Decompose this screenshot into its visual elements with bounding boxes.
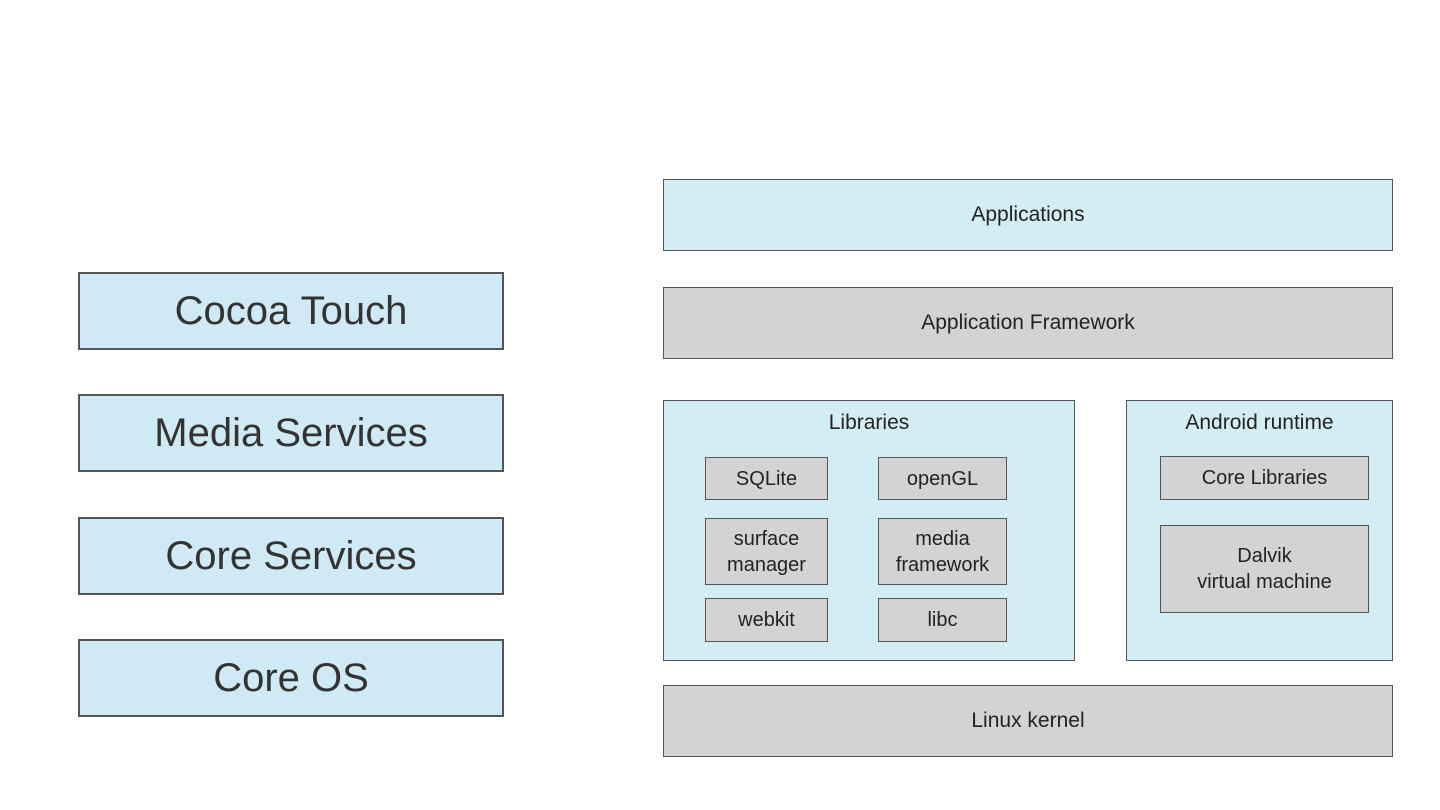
library-sqlite: SQLite [705,457,828,500]
ios-layer-cocoa-touch: Cocoa Touch [78,272,504,350]
ios-layer-core-services: Core Services [78,517,504,595]
android-libraries-container: Libraries SQLite openGL surface manager … [663,400,1075,661]
library-media-framework: media framework [878,518,1007,585]
runtime-core-libraries: Core Libraries [1160,456,1369,500]
ios-layer-core-os: Core OS [78,639,504,717]
runtime-title: Android runtime [1185,411,1334,434]
library-surface-manager: surface manager [705,518,828,585]
runtime-dalvik-vm: Dalvik virtual machine [1160,525,1369,613]
android-applications-layer: Applications [663,179,1393,251]
android-linux-kernel-layer: Linux kernel [663,685,1393,757]
android-application-framework-layer: Application Framework [663,287,1393,359]
library-webkit: webkit [705,598,828,642]
android-runtime-container: Android runtime Core Libraries Dalvik vi… [1126,400,1393,661]
library-libc: libc [878,598,1007,642]
libraries-title: Libraries [828,411,910,434]
library-opengl: openGL [878,457,1007,500]
ios-layer-media-services: Media Services [78,394,504,472]
